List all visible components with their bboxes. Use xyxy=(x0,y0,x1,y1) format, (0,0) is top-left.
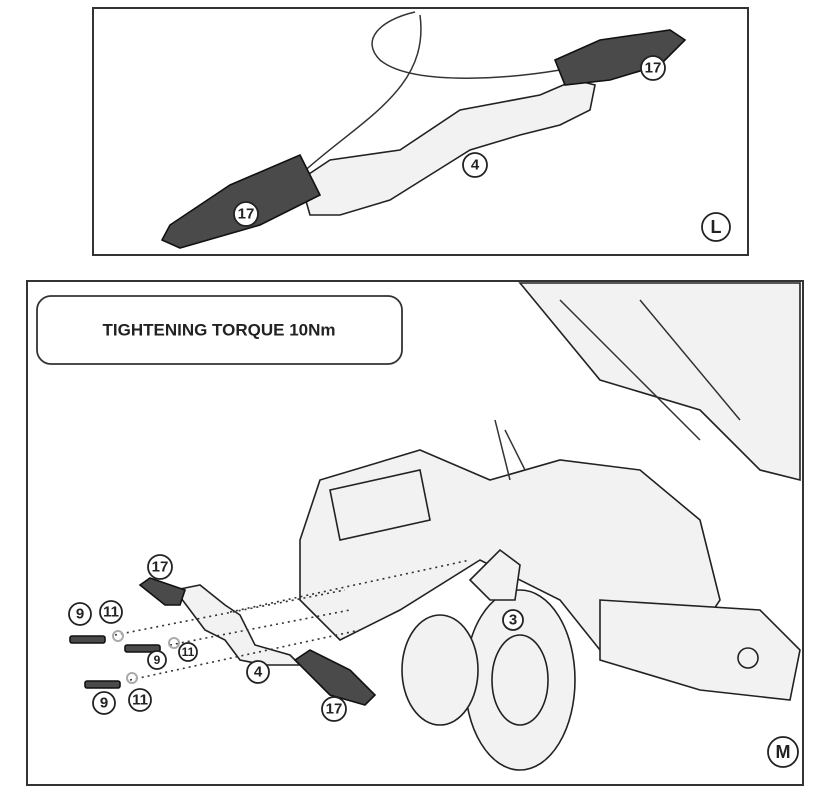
svg-text:L: L xyxy=(711,217,722,237)
alignment-lines xyxy=(114,559,471,681)
svg-text:17: 17 xyxy=(238,206,255,223)
bracket-4 xyxy=(299,79,596,216)
indicator-top xyxy=(138,577,187,606)
panel-label-l: L xyxy=(701,212,731,242)
svg-text:17: 17 xyxy=(326,701,343,718)
svg-text:9: 9 xyxy=(76,606,84,623)
callout-17-top: 17 xyxy=(147,554,173,580)
indicator-right xyxy=(553,29,687,86)
screw-1 xyxy=(69,635,106,644)
callout-4: 4 xyxy=(462,152,488,178)
svg-text:11: 11 xyxy=(103,604,119,621)
callout-9-b: 9 xyxy=(147,650,167,670)
callout-11-c: 11 xyxy=(128,688,152,712)
svg-text:4: 4 xyxy=(471,157,480,174)
svg-text:11: 11 xyxy=(182,645,195,659)
svg-text:11: 11 xyxy=(132,692,148,709)
motorcycle-frame xyxy=(299,282,801,771)
panel-l: 17 4 17 L xyxy=(92,7,749,256)
svg-text:17: 17 xyxy=(152,559,169,576)
mount-plate-3 xyxy=(468,548,521,601)
svg-text:TIGHTENING TORQUE 10Nm: TIGHTENING TORQUE 10Nm xyxy=(103,321,336,340)
svg-text:9: 9 xyxy=(100,695,108,712)
screws xyxy=(69,630,180,689)
panel-label-m: M xyxy=(767,736,799,768)
screw-2 xyxy=(124,644,161,653)
panel-m: TIGHTENING TORQUE 10Nm 17 xyxy=(26,280,804,786)
callout-4: 4 xyxy=(246,660,270,684)
torque-note: TIGHTENING TORQUE 10Nm xyxy=(36,295,403,365)
callout-11-b: 11 xyxy=(178,642,198,662)
svg-text:9: 9 xyxy=(154,653,161,667)
callout-17-bottom: 17 xyxy=(321,696,347,722)
svg-text:17: 17 xyxy=(645,60,662,77)
callout-17-right: 17 xyxy=(640,55,666,81)
callout-17-left: 17 xyxy=(233,201,259,227)
callout-3: 3 xyxy=(502,609,524,631)
svg-text:M: M xyxy=(776,742,791,762)
svg-text:4: 4 xyxy=(254,664,263,681)
callout-9-c: 9 xyxy=(92,691,116,715)
indicator-bottom xyxy=(293,649,377,706)
indicator-left xyxy=(160,153,322,249)
washer-1 xyxy=(112,630,124,642)
washer-2 xyxy=(168,637,180,649)
callout-11-a: 11 xyxy=(99,600,123,624)
screw-3 xyxy=(84,680,121,689)
indicator-wire xyxy=(299,11,561,176)
callout-9-a: 9 xyxy=(68,602,92,626)
svg-text:3: 3 xyxy=(509,612,517,629)
washer-3 xyxy=(126,672,138,684)
